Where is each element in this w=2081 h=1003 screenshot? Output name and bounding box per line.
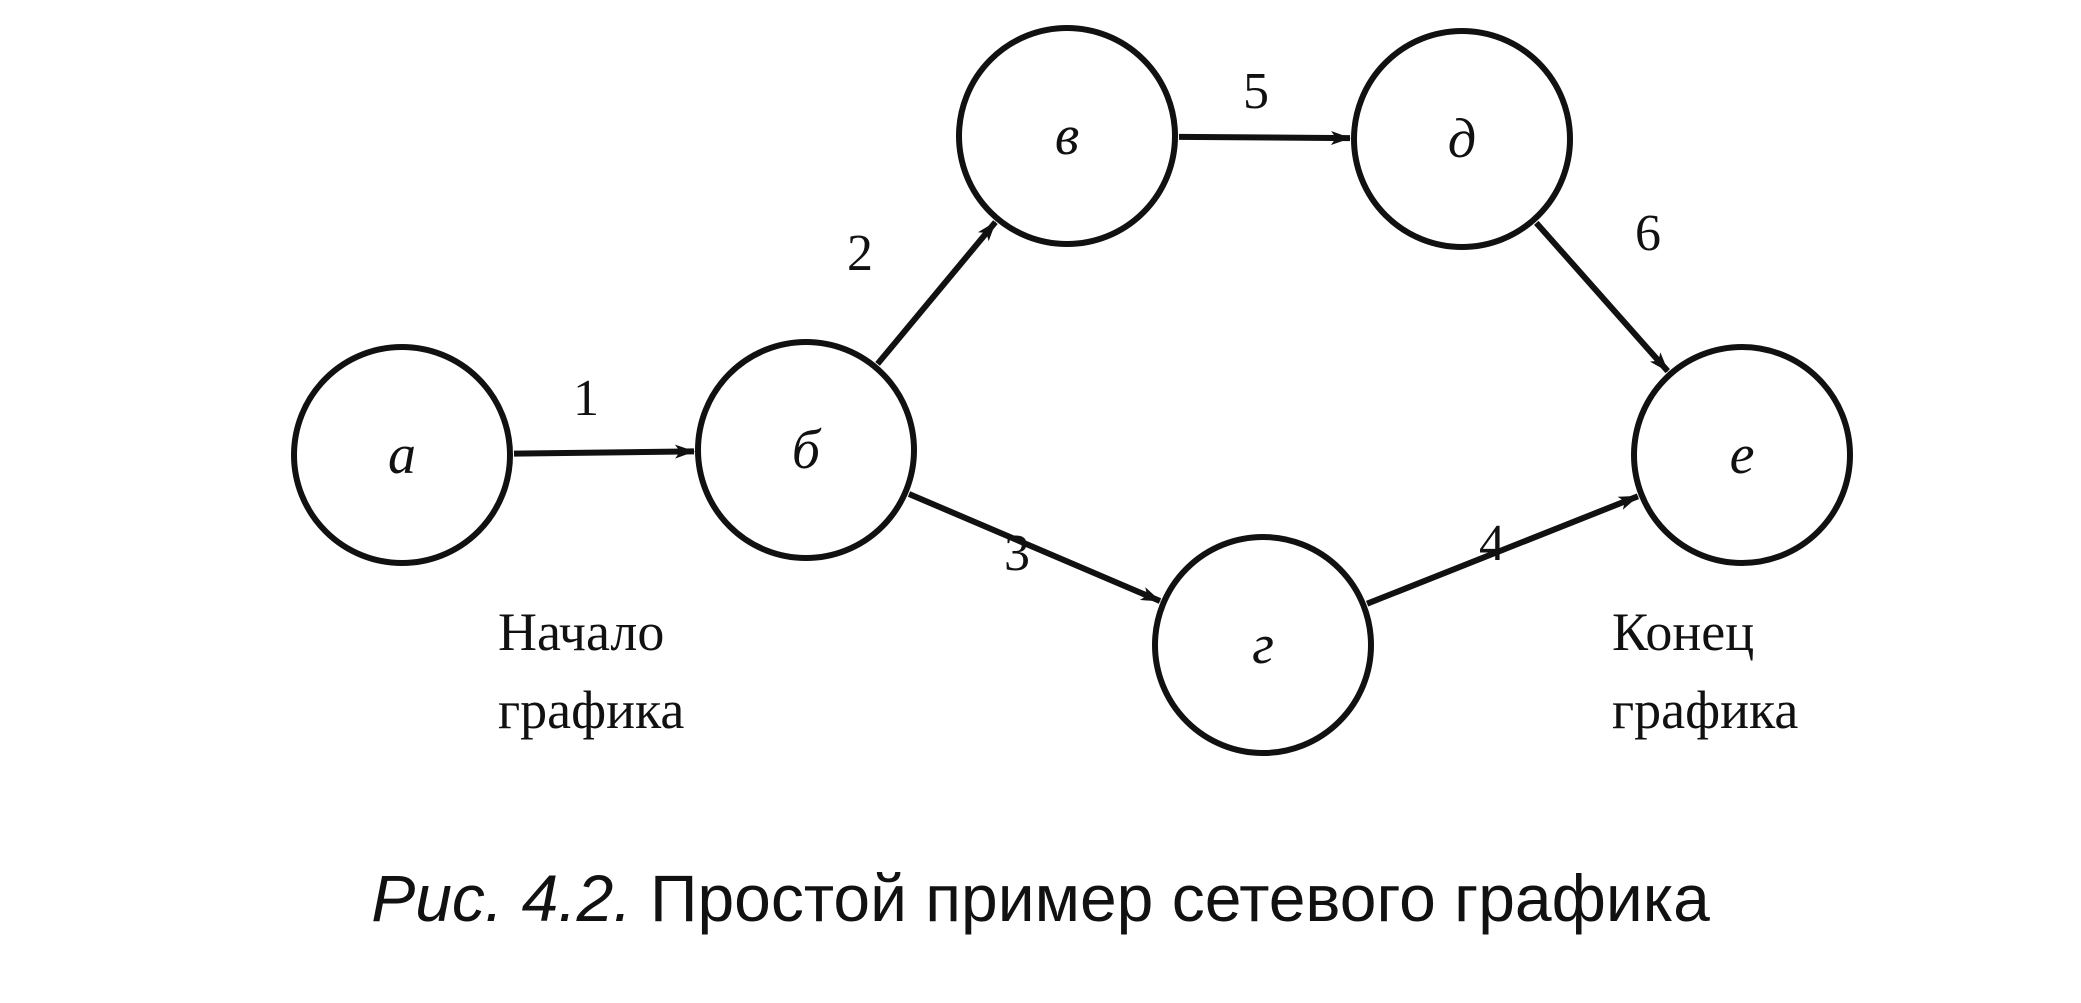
- edge-g-e: [1366, 493, 1639, 607]
- end-note: Конец графика: [1612, 602, 1798, 740]
- node-label-a: а: [388, 424, 416, 486]
- figure-caption: Рис. 4.2. Простой пример сетевого график…: [0, 860, 2081, 936]
- node-d: д: [1351, 28, 1573, 250]
- start-note-line2: графика: [498, 680, 684, 740]
- edges: [513, 131, 1670, 607]
- node-label-d: д: [1448, 108, 1476, 170]
- node-label-e: е: [1730, 424, 1755, 486]
- node-g: г: [1152, 534, 1374, 756]
- edge-b-g: [907, 491, 1162, 604]
- edge-label-5: 5: [1243, 63, 1269, 120]
- figure-title: Простой пример сетевого графика: [650, 861, 1710, 935]
- node-e: е: [1631, 344, 1853, 566]
- edge-label-6: 6: [1635, 205, 1661, 262]
- node-a: а: [291, 344, 513, 566]
- node-b: б: [695, 339, 917, 561]
- end-note-line1: Конец: [1612, 602, 1754, 662]
- start-note: Начало графика: [498, 602, 684, 740]
- edge-labels: 1 2 3 4 5 6: [573, 63, 1661, 582]
- figure-number: Рис. 4.2.: [371, 861, 632, 935]
- node-label-b: б: [792, 419, 822, 481]
- edge-label-2: 2: [847, 225, 873, 282]
- edge-d-e: [1534, 220, 1670, 374]
- edge-a-b: [513, 444, 696, 459]
- end-note-line2: графика: [1612, 680, 1798, 740]
- nodes: а б в д г е: [291, 25, 1853, 756]
- edge-label-1: 1: [573, 370, 599, 427]
- node-label-g: г: [1252, 614, 1274, 676]
- node-v: в: [956, 25, 1178, 247]
- edge-label-3: 3: [1004, 525, 1030, 582]
- edge-label-4: 4: [1479, 515, 1505, 572]
- node-label-v: в: [1055, 105, 1079, 167]
- edge-v-d: [1178, 131, 1352, 146]
- start-note-line1: Начало: [498, 602, 664, 662]
- edge-b-v: [875, 220, 998, 366]
